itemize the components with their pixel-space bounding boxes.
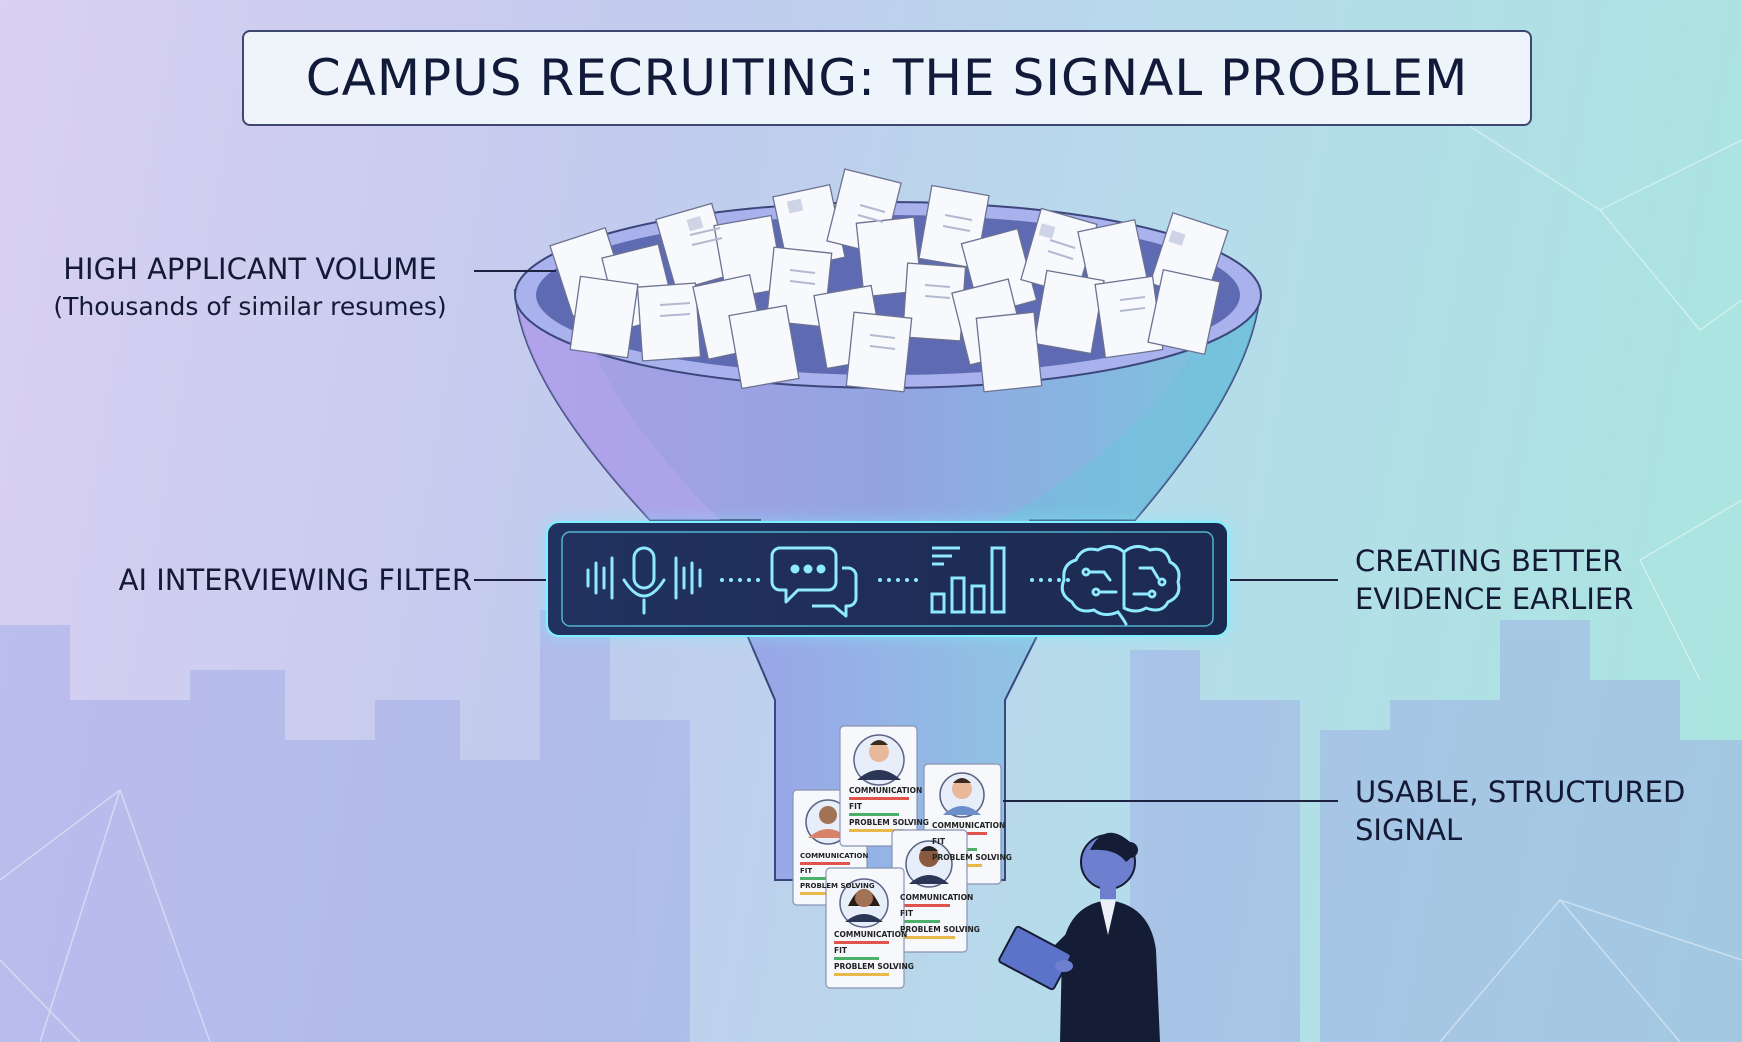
waveform-microphone-icon <box>586 546 702 615</box>
card-r-fit: FIT <box>932 837 946 846</box>
label-ai-filter: AI INTERVIEWING FILTER <box>118 563 472 597</box>
card-tc-fit: FIT <box>849 802 863 811</box>
card-bl-problem-solving: PROBLEM SOLVING <box>800 882 875 890</box>
card-tc-problem-solving: PROBLEM SOLVING <box>849 818 929 827</box>
label-volume-title: HIGH APPLICANT VOLUME <box>63 252 437 286</box>
label-high-applicant-volume: HIGH APPLICANT VOLUME (Thousands of simi… <box>30 250 470 326</box>
label-evidence-line2: EVIDENCE EARLIER <box>1355 582 1634 616</box>
page-title: CAMPUS RECRUITING: THE SIGNAL PROBLEM <box>305 49 1469 107</box>
connector-filter <box>474 579 546 581</box>
card-bl-fit: FIT <box>800 867 812 875</box>
connector-volume <box>474 270 556 272</box>
card-mr-problem-solving: PROBLEM SOLVING <box>900 925 980 934</box>
card-f-problem-solving: PROBLEM SOLVING <box>834 962 914 971</box>
label-volume-subtitle: (Thousands of similar resumes) <box>53 292 447 321</box>
title-box: CAMPUS RECRUITING: THE SIGNAL PROBLEM <box>242 30 1532 126</box>
connector-signal <box>1003 800 1338 802</box>
card-f-fit: FIT <box>834 946 848 955</box>
card-mr-communication: COMMUNICATION <box>900 893 973 902</box>
brain-circuit-icon <box>1060 545 1181 626</box>
candidate-cards <box>792 725 1002 989</box>
bar-chart-icon <box>930 546 1006 614</box>
label-evidence-line1: CREATING BETTER <box>1355 544 1623 578</box>
card-f-communication: COMMUNICATION <box>834 930 907 939</box>
label-signal-line2: SIGNAL <box>1355 813 1463 847</box>
card-r-problem-solving: PROBLEM SOLVING <box>932 853 1012 862</box>
card-r-communication: COMMUNICATION <box>932 821 1005 830</box>
card-bl-communication: COMMUNICATION <box>800 852 869 860</box>
recruiter-figure <box>998 832 1160 1042</box>
label-better-evidence: CREATING BETTER EVIDENCE EARLIER <box>1355 542 1725 618</box>
resume-pile <box>549 168 1229 393</box>
card-tc-communication: COMMUNICATION <box>849 786 922 795</box>
resume-lines <box>659 204 1146 350</box>
connector-evidence <box>1230 579 1338 581</box>
card-mr-fit: FIT <box>900 909 914 918</box>
label-signal-line1: USABLE, STRUCTURED <box>1355 775 1686 809</box>
chat-bubbles-icon <box>770 546 858 618</box>
label-structured-signal: USABLE, STRUCTURED SIGNAL <box>1355 773 1735 849</box>
